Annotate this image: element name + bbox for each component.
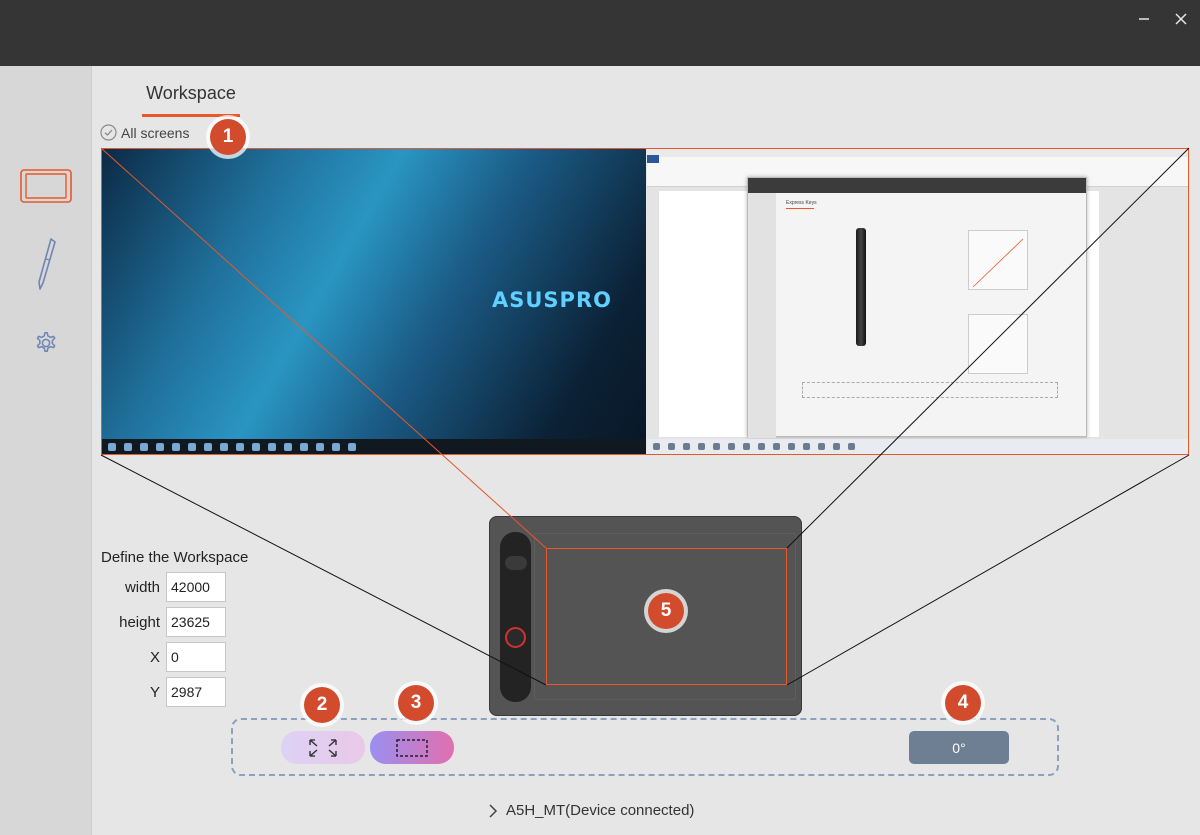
controls-panel bbox=[231, 718, 1059, 776]
all-screens-label: All screens bbox=[121, 124, 190, 141]
full-area-button[interactable] bbox=[281, 731, 365, 764]
callout-4: 4 bbox=[945, 685, 981, 721]
sidebar-item-workspace[interactable] bbox=[16, 166, 76, 206]
sidebar-item-pen[interactable] bbox=[16, 236, 76, 292]
all-screens-option[interactable]: All screens bbox=[100, 124, 189, 141]
device-status-label: A5H_MT(Device connected) bbox=[506, 802, 695, 819]
sidebar bbox=[0, 66, 92, 835]
tablet-icon bbox=[20, 169, 72, 203]
screen-2[interactable]: Express Keys bbox=[647, 149, 1188, 454]
define-workspace-title: Define the Workspace bbox=[101, 549, 249, 566]
tablet-active-area[interactable] bbox=[546, 548, 787, 685]
tab-workspace[interactable]: Workspace bbox=[146, 83, 236, 103]
callout-5: 5 bbox=[648, 593, 684, 629]
screen-2-taskbar bbox=[647, 439, 1188, 454]
select-region-button[interactable] bbox=[370, 731, 454, 764]
expand-icon bbox=[309, 738, 337, 757]
inner-app-tab: Express Keys bbox=[786, 200, 817, 206]
device-status[interactable]: A5H_MT(Device connected) bbox=[488, 802, 694, 819]
y-input[interactable] bbox=[166, 677, 226, 707]
tablet-express-key bbox=[505, 556, 527, 570]
pen-image bbox=[856, 228, 866, 346]
inner-app-window: Express Keys bbox=[747, 177, 1087, 438]
check-circle-icon bbox=[100, 124, 117, 141]
inner-option-box bbox=[802, 382, 1058, 398]
rotation-button[interactable]: 0° bbox=[909, 731, 1009, 764]
callout-3: 3 bbox=[398, 685, 434, 721]
width-input[interactable] bbox=[166, 572, 226, 602]
screen-1-taskbar bbox=[102, 439, 646, 454]
pressure-test-box bbox=[968, 314, 1028, 374]
gear-icon bbox=[36, 331, 56, 353]
height-label: height bbox=[119, 614, 160, 631]
y-label: Y bbox=[149, 684, 160, 701]
pen-icon bbox=[38, 238, 56, 290]
close-icon bbox=[1175, 13, 1187, 25]
screen-preview[interactable]: ASUSPRO Express Keys bbox=[101, 148, 1189, 455]
sidebar-item-settings[interactable] bbox=[16, 328, 76, 358]
title-bar bbox=[0, 0, 1200, 66]
height-input[interactable] bbox=[166, 607, 226, 637]
screen-brand-logo: ASUSPRO bbox=[492, 288, 612, 312]
close-button[interactable] bbox=[1170, 8, 1192, 30]
callout-1: 1 bbox=[210, 119, 246, 155]
minimize-button[interactable] bbox=[1133, 8, 1155, 30]
screen-1[interactable]: ASUSPRO bbox=[102, 149, 646, 454]
chevron-right-icon bbox=[489, 803, 498, 818]
tablet-dial bbox=[505, 627, 526, 648]
minimize-icon bbox=[1139, 18, 1149, 20]
width-label: width bbox=[124, 579, 160, 596]
pressure-graph bbox=[968, 230, 1028, 290]
x-label: X bbox=[149, 649, 160, 666]
tab-underline bbox=[142, 114, 240, 117]
region-select-icon bbox=[396, 738, 428, 757]
callout-2: 2 bbox=[304, 687, 340, 723]
x-input[interactable] bbox=[166, 642, 226, 672]
